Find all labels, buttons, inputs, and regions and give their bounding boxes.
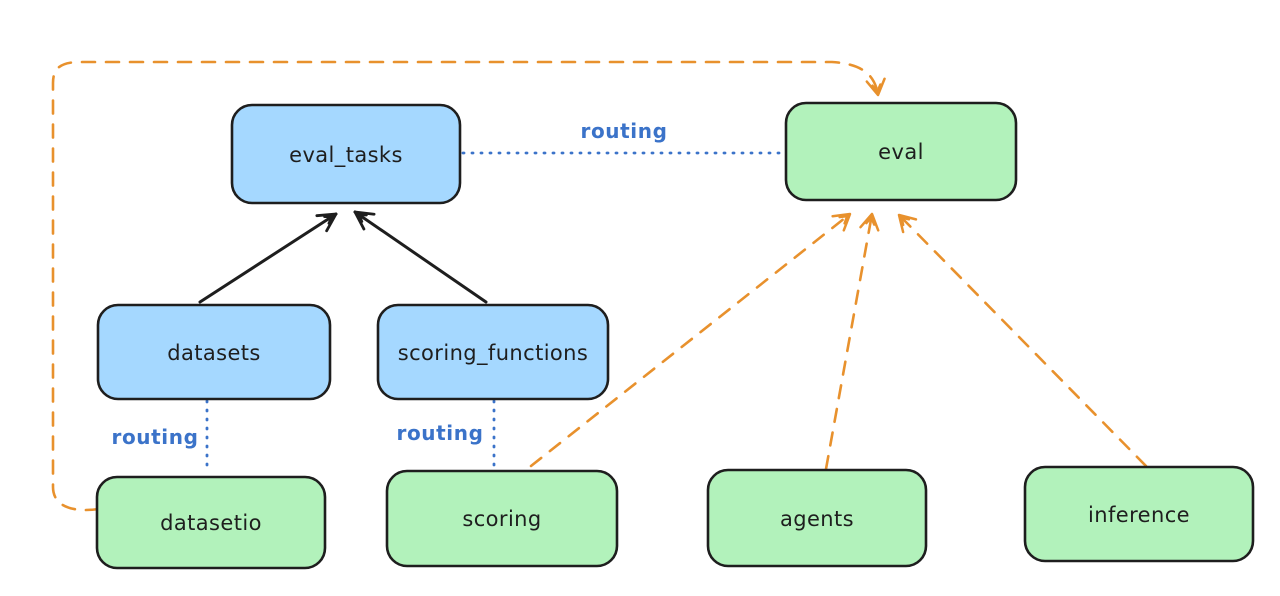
edge-scoring-to-eval-orange-dashed (529, 212, 852, 468)
node-eval-box (784, 101, 1018, 202)
node-agents: agents (706, 468, 928, 568)
node-eval-tasks: eval_tasks (230, 103, 462, 205)
node-datasets-label: datasets (167, 341, 261, 365)
node-scoring-functions: scoring_functions (376, 303, 610, 401)
node-scoring: scoring (385, 469, 619, 568)
node-scoring-functions-label: scoring_functions (398, 341, 588, 366)
node-eval-tasks-label: eval_tasks (289, 143, 403, 168)
node-datasets-box (96, 303, 332, 401)
node-eval-label: eval (878, 140, 924, 164)
node-datasetio: datasetio (95, 475, 327, 570)
edge-datasetio-to-eval-orange-dashed (51, 60, 886, 512)
node-agents-label: agents (780, 507, 854, 531)
node-inference: inference (1023, 465, 1255, 563)
node-agents-box (706, 468, 928, 568)
node-datasets: datasets (96, 303, 332, 401)
node-scoring-label: scoring (462, 507, 541, 531)
node-inference-box (1023, 465, 1255, 563)
node-eval: eval (784, 101, 1018, 202)
node-scoring-functions-box (376, 303, 610, 401)
edge-scoring-functions-to-eval-tasks-arrow (353, 210, 488, 304)
node-inference-label: inference (1088, 503, 1190, 527)
edge-agents-to-eval-orange-dashed (824, 212, 880, 471)
edges (51, 60, 1148, 512)
edge-label-routing-top: routing (580, 119, 667, 143)
edge-inference-to-eval-orange-dashed (897, 213, 1148, 468)
node-datasetio-label: datasetio (160, 511, 262, 535)
node-scoring-box (385, 469, 619, 568)
node-eval-tasks-box (230, 103, 462, 205)
edge-label-routing-scoring: routing (396, 421, 483, 445)
edge-datasets-to-eval-tasks-arrow (198, 212, 338, 304)
edge-label-routing-datasets: routing (111, 425, 198, 449)
node-datasetio-box (95, 475, 327, 570)
